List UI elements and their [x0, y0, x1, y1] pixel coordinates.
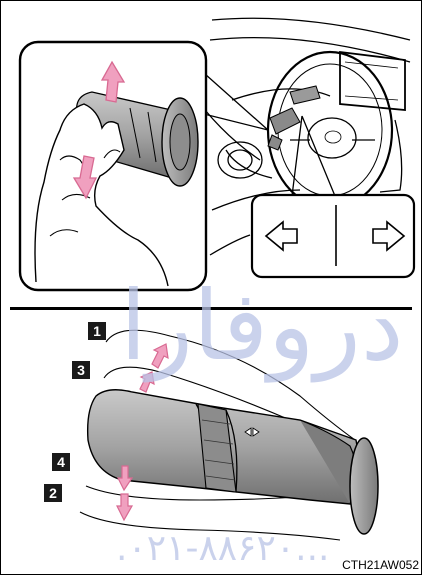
- watermark-phone: .۰۲۱-۸۸۶۲۰...: [116, 528, 329, 569]
- watermark-logo: دروفارا: [120, 270, 404, 382]
- position-label-1: 1: [88, 322, 106, 340]
- figure-code: CTH21AW052: [342, 558, 419, 572]
- leader-line: [292, 116, 335, 196]
- position-label-2: 2: [44, 484, 62, 502]
- position-label-4: 4: [52, 453, 70, 471]
- turn-signal-panel: [252, 195, 414, 277]
- down-arrow-icon: [117, 494, 132, 520]
- position-label-3: 3: [72, 361, 90, 379]
- hand-inset: [20, 42, 206, 290]
